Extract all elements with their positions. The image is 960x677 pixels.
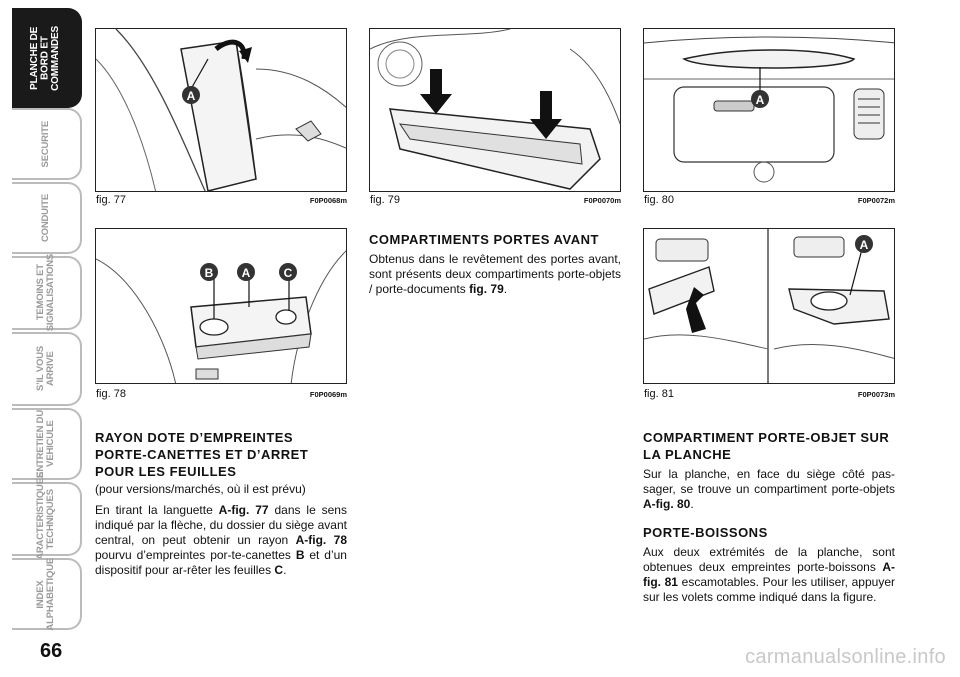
tab-planche-de-bord[interactable]: PLANCHE DE BORD ET COMMANDES [12, 8, 82, 108]
callout-a: A [860, 238, 869, 252]
tab-label: CONDUITE [40, 193, 52, 242]
figure-78: B A C fig. 78 F0P0069m [95, 228, 347, 413]
figure-79-image [369, 28, 621, 192]
figure-81: A fig. 81 F0P0073m [643, 228, 895, 413]
chapter-tabs: PLANCHE DE BORD ET COMMANDES SECURITE CO… [0, 0, 82, 677]
figure-caption: fig. 78 [96, 388, 126, 400]
tab-sil-vous-arrive[interactable]: S’IL VOUS ARRIVE [12, 332, 82, 406]
tab-label: CARACTERISTIQUES TECHNIQUES [35, 471, 56, 567]
section-compartiments-portes: COMPARTIMENTS PORTES AVANT Obtenus dans … [369, 231, 621, 297]
tab-temoins[interactable]: TEMOINS ET SIGNALISATIONS [12, 254, 82, 332]
tab-securite[interactable]: SECURITE [12, 108, 82, 180]
figure-code: F0P0069m [309, 390, 347, 399]
figure-80-image: A [643, 28, 895, 192]
figure-81-image: A [643, 228, 895, 384]
figure-78-image: B A C [95, 228, 347, 384]
section-paragraph: Obtenus dans le revêtement des portes av… [369, 252, 621, 296]
section-paragraph: Sur la planche, en face du siège côté pa… [643, 467, 895, 511]
callout-a: A [187, 89, 196, 103]
tab-label: INDEX ALPHABETIQUE [35, 557, 56, 631]
figure-77: A fig. 77 F0P0068m [95, 28, 347, 213]
section-paragraph: En tirant la languette A-fig. 77 dans le… [95, 503, 347, 577]
figure-caption: fig. 79 [370, 194, 400, 206]
section-heading: PORTE-BOISSONS [643, 525, 768, 540]
tab-label: TEMOINS ET SIGNALISATIONS [35, 254, 56, 332]
callout-a: A [756, 93, 765, 107]
figure-code: F0P0068m [309, 196, 347, 205]
figure-code: F0P0072m [857, 196, 895, 205]
figure-77-image: A [95, 28, 347, 192]
section-heading: COMPARTIMENTS PORTES AVANT [369, 232, 599, 247]
tab-conduite[interactable]: CONDUITE [12, 182, 82, 254]
figure-79: fig. 79 F0P0070m [369, 28, 621, 213]
watermark: carmanualsonline.info [745, 646, 946, 668]
figure-caption: fig. 80 [644, 194, 674, 206]
figure-80: A fig. 80 F0P0072m [643, 28, 895, 213]
callout-c: C [284, 266, 293, 280]
section-heading: RAYON DOTE D’EMPREINTES PORTE-CANETTES E… [95, 430, 309, 479]
figure-code: F0P0073m [857, 390, 895, 399]
section-paragraph: Aux deux extrémités de la planche, sont … [643, 545, 895, 604]
callout-a: A [242, 266, 251, 280]
section-heading: COMPARTIMENT PORTE-OBJET SUR LA PLANCHE [643, 430, 890, 462]
tab-label: SECURITE [40, 120, 52, 168]
section-rayon: RAYON DOTE D’EMPREINTES PORTE-CANETTES E… [95, 429, 347, 578]
section-subtitle: (pour versions/marchés, où il est prévu) [95, 482, 306, 496]
section-compartiment-planche: COMPARTIMENT PORTE-OBJET SUR LA PLANCHE … [643, 429, 895, 605]
tab-entretien[interactable]: ENTRETIEN DU VEHICULE [12, 408, 82, 480]
figure-caption: fig. 81 [644, 388, 674, 400]
figure-caption: fig. 77 [96, 194, 126, 206]
figure-code: F0P0070m [583, 196, 621, 205]
tab-label: PLANCHE DE BORD ET COMMANDES [29, 25, 62, 91]
tab-label: S’IL VOUS ARRIVE [35, 346, 56, 392]
tab-index[interactable]: INDEX ALPHABETIQUE [12, 558, 82, 630]
callout-b: B [205, 266, 214, 280]
page-number: 66 [40, 640, 63, 662]
tab-label: ENTRETIEN DU VEHICULE [35, 410, 56, 478]
tab-caracteristiques[interactable]: CARACTERISTIQUES TECHNIQUES [12, 472, 82, 566]
